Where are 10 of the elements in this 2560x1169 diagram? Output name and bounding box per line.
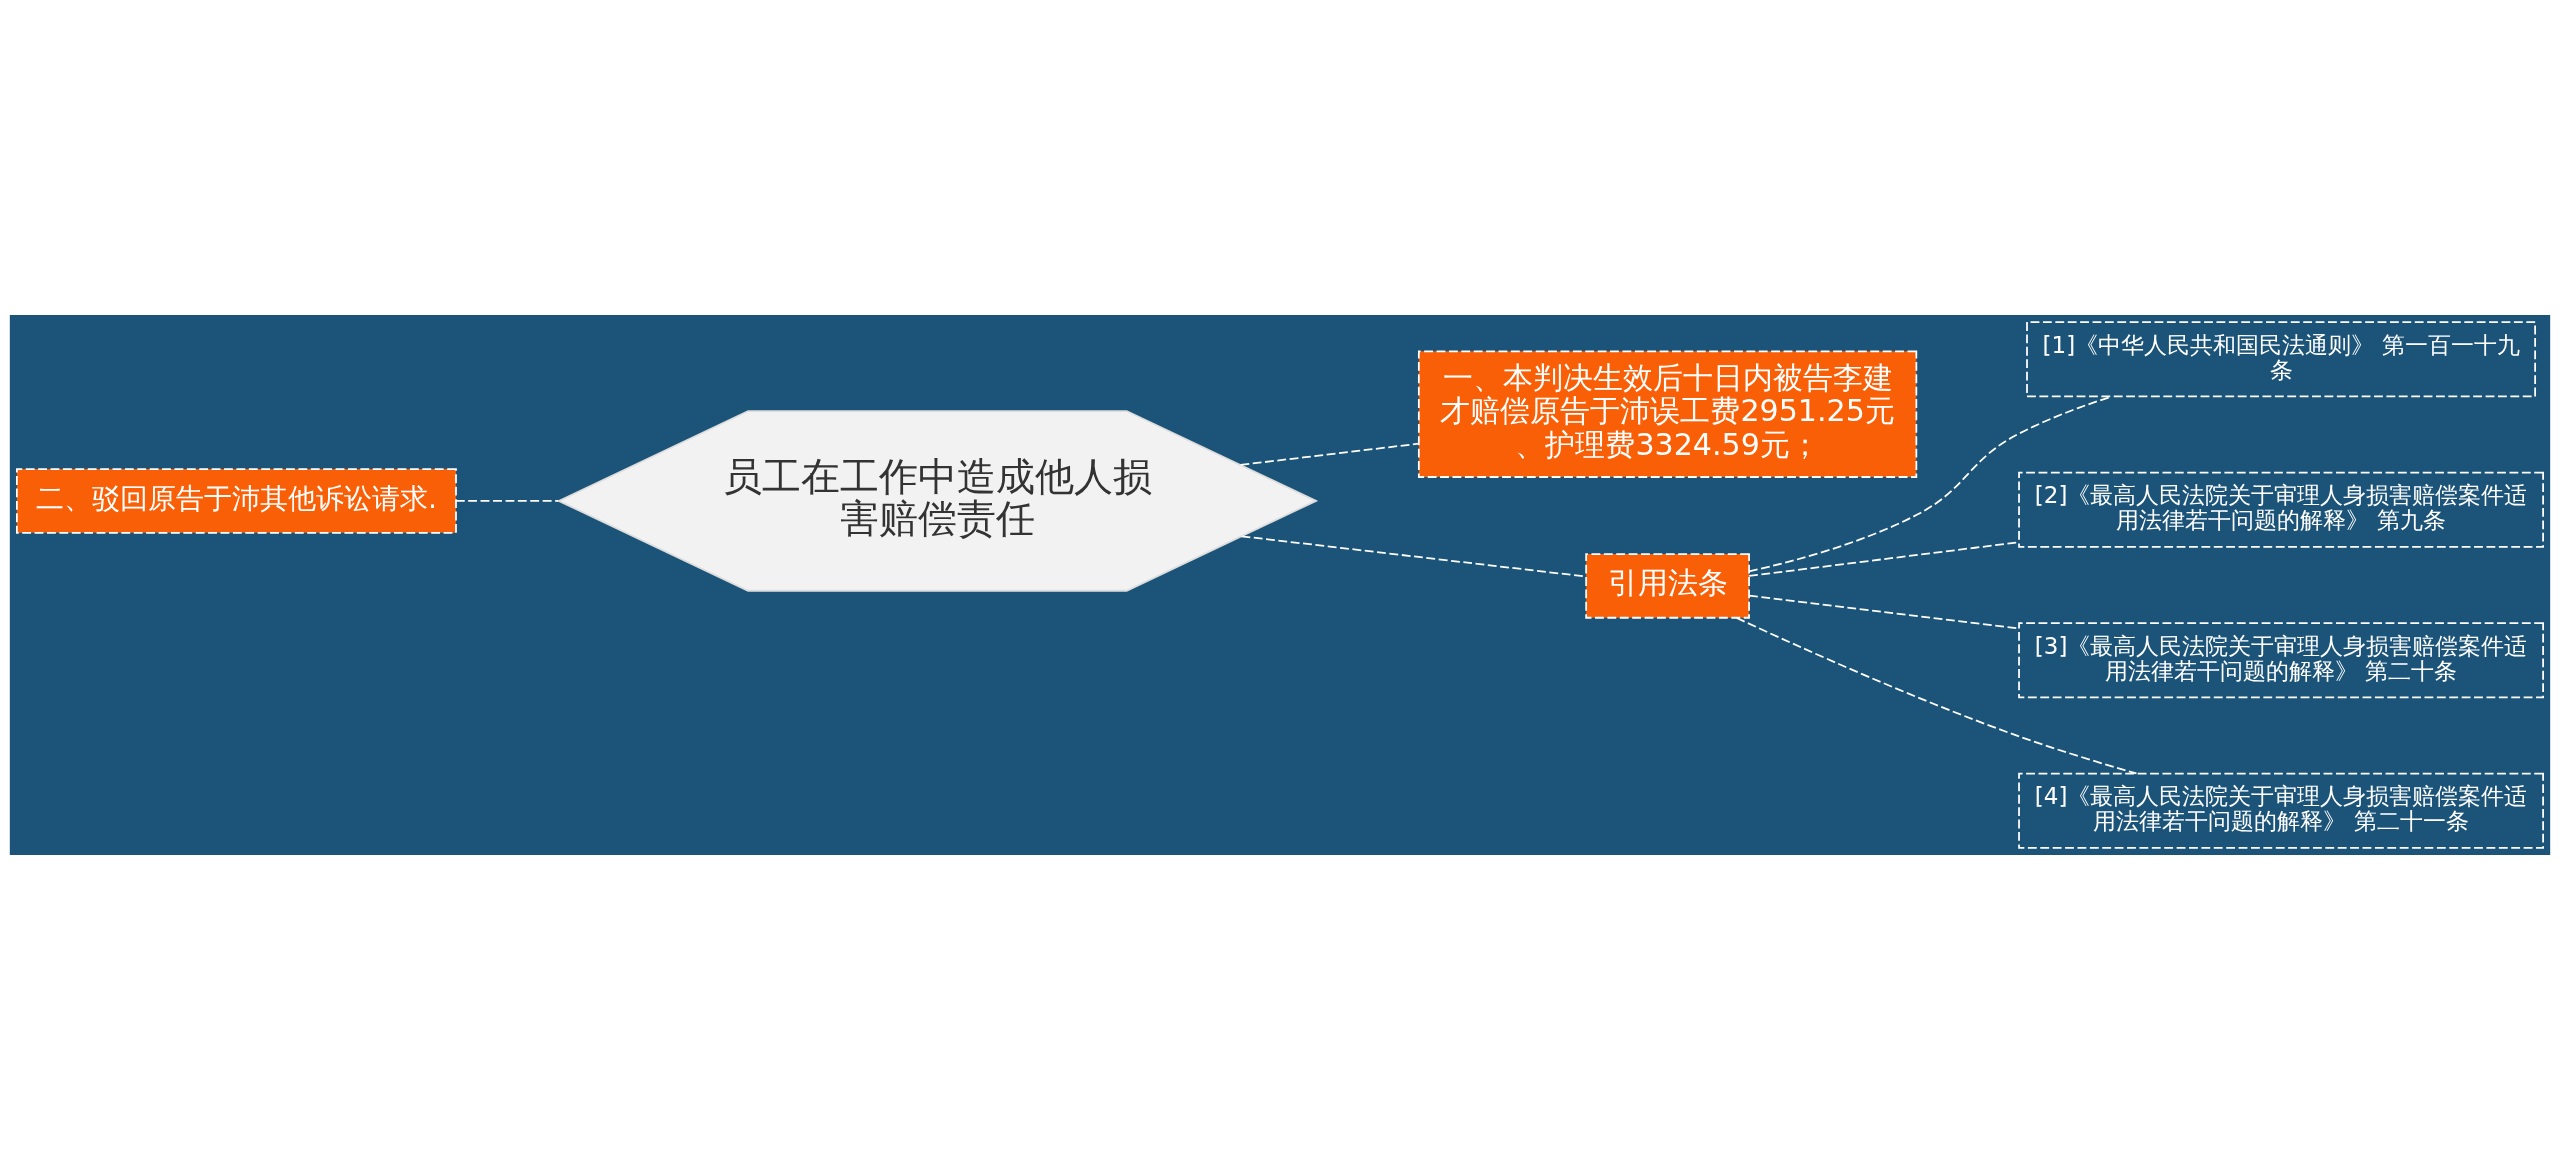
connector — [1239, 442, 1420, 466]
node-box: [2]《最高人民法院关于审理人身损害赔偿案件适用法律若干问题的解释》 第九条 — [2018, 471, 2544, 548]
node-box: [4]《最高人民法院关于审理人身损害赔偿案件适用法律若干问题的解释》 第二十一条 — [2018, 772, 2544, 849]
node-box: [1]《中华人民共和国民法通则》 第一百一十九条 — [2026, 320, 2537, 397]
node-box: 一、本判决生效后十日内被告李建才赔偿原告于沛误工费2951.25元、护理费3324.59元； — [1417, 349, 1918, 478]
node-box: [3]《最高人民法院关于审理人身损害赔偿案件适用法律若干问题的解释》 第二十条 — [2018, 621, 2544, 698]
node-box: 二、驳回原告于沛其他诉讼请求. — [16, 467, 457, 534]
connector — [1735, 616, 2138, 774]
connector — [455, 499, 560, 502]
node-box: 引用法条 — [1585, 552, 1750, 619]
